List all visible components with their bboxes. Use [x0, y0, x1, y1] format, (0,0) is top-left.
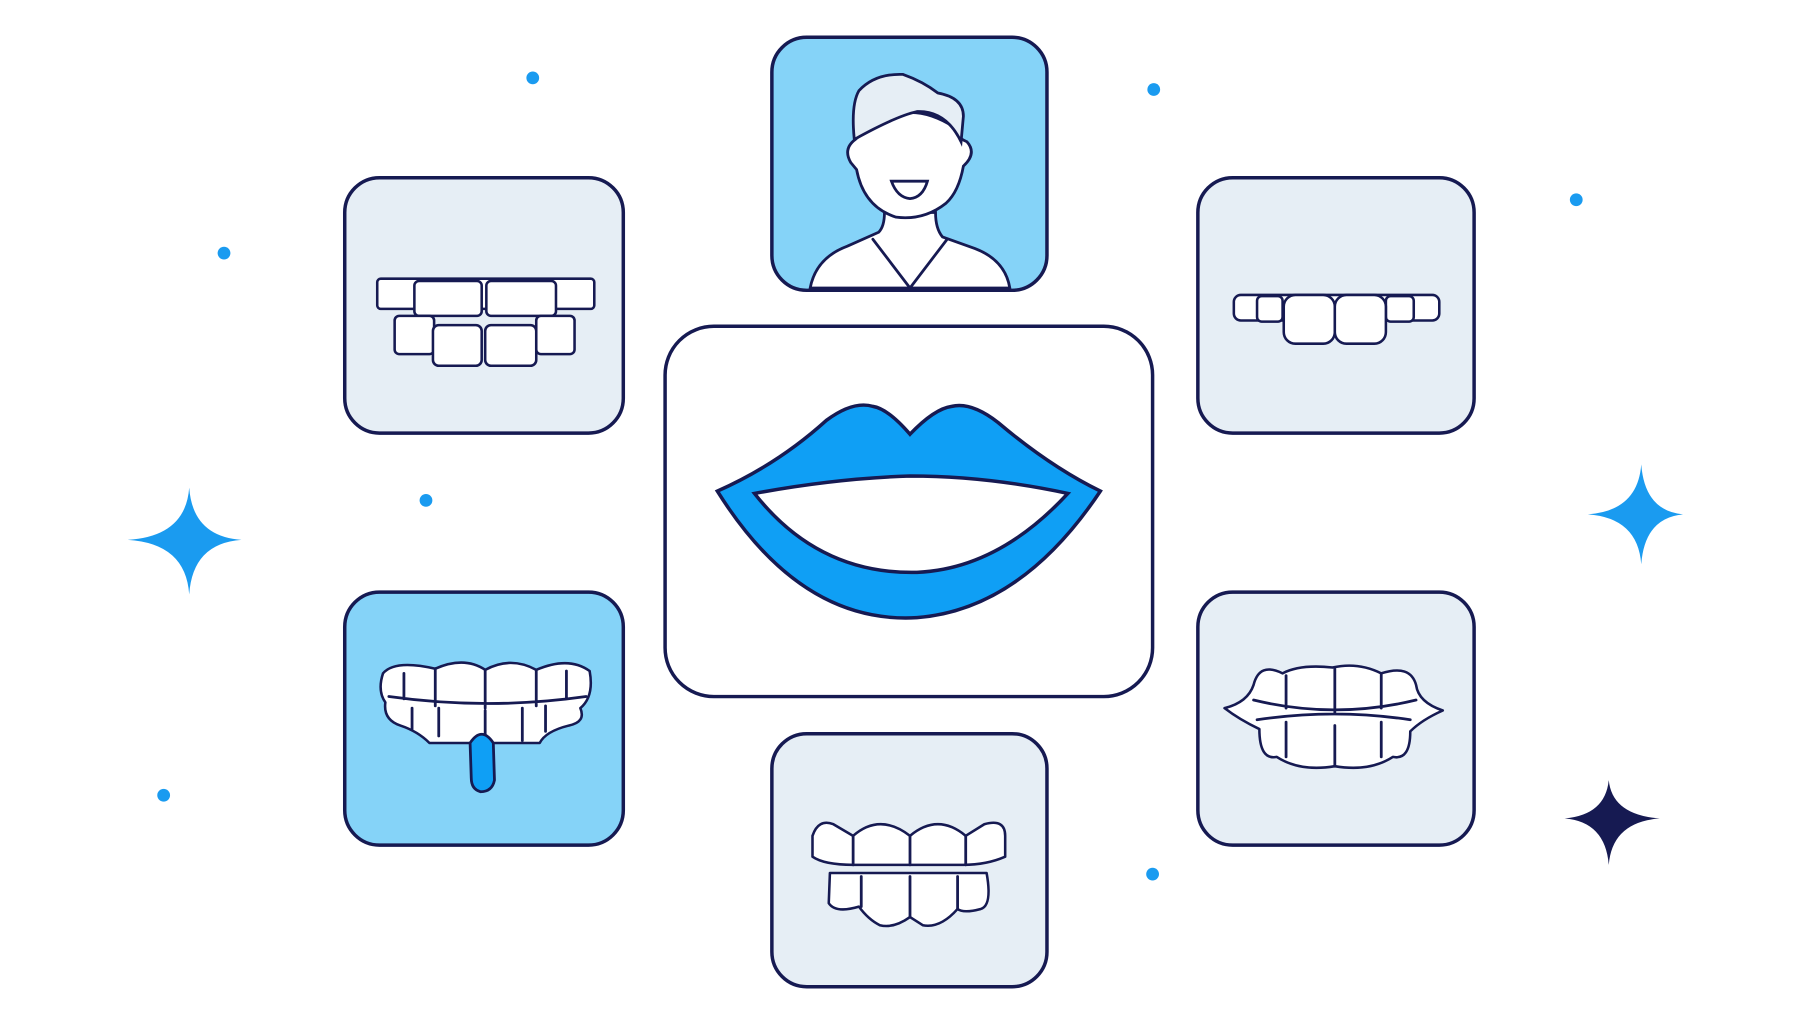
sparkle-icon — [127, 487, 242, 595]
open-bite-teeth-icon — [1223, 664, 1445, 770]
dot — [157, 788, 171, 802]
tongue-icon — [468, 732, 496, 794]
lips-icon — [714, 403, 1103, 620]
sparkle-icon — [1564, 780, 1660, 865]
teeth-with-tongue-icon — [379, 661, 593, 794]
lower-teeth-icon — [811, 821, 1007, 928]
dot — [1147, 83, 1161, 96]
dot — [419, 494, 433, 507]
smiling-person-icon — [808, 73, 1012, 290]
dot — [526, 71, 540, 85]
dot — [1569, 193, 1583, 207]
front-teeth-icon — [1232, 293, 1441, 345]
decor-dots — [157, 71, 1583, 881]
upper-teeth-icon — [375, 277, 596, 368]
dot — [1146, 867, 1159, 881]
sparkle-icon — [1587, 464, 1684, 565]
dot — [217, 246, 231, 260]
